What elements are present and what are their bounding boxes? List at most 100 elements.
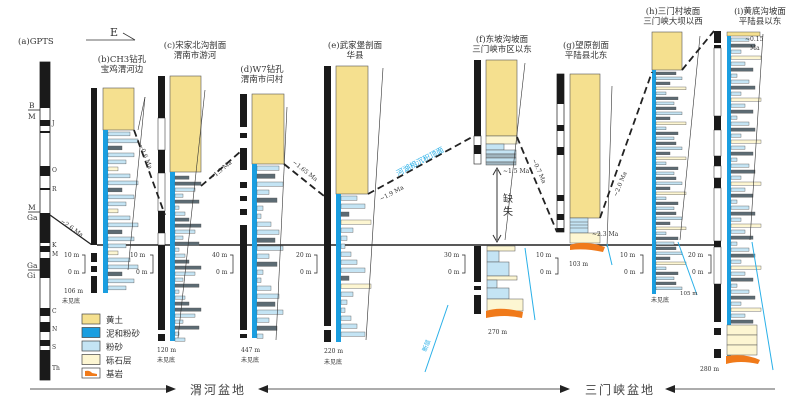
silt-stripe [655,186,671,190]
silt-stripe [256,165,280,171]
subchron-label: M [52,251,58,258]
fault-line-blue [524,247,536,321]
silt-stripe [174,241,200,246]
silt-stripe [655,271,679,275]
silt-stripe [655,146,683,150]
silt-stripe [340,211,350,217]
silt-stripe [655,86,687,90]
silt-stripe [174,253,186,258]
silt-stripe [256,237,276,243]
scale-bottom: 0 m [68,269,80,276]
section-depth: 103 m [569,261,588,268]
silt-stripe [730,313,746,318]
bedrock-icon [85,370,97,376]
silt-stripe [730,127,756,132]
silt-stripe [107,236,135,242]
silt-stripe [730,211,756,216]
section-depth: 220 m [324,348,343,355]
legend-label: 砾石层 [106,356,132,367]
silt-stripe [340,315,352,321]
silt-layers [340,195,372,337]
silt-stripe [340,227,354,233]
polarity-label: B [29,101,35,110]
subchron-label: K [52,242,57,249]
mud-layer [170,172,175,341]
section-g: (g)望原剖面 平陆县北东 ~2.3 Ma 10 m 0 m 103 m [536,40,619,276]
section-depth-note: 未见底 [324,358,342,366]
section-b: (b)CH3钻孔 宝鸡渭河边 10 m 0 m 106 m 未见底 [62,54,147,305]
silt-stripe [256,181,284,187]
silt-stripe [730,223,762,228]
silt-stripe [340,267,366,273]
loess-layer [651,31,683,71]
silt-stripe [655,111,683,115]
silt-stripe [256,309,284,315]
silt-stripe [730,253,756,258]
silt-stripe [655,116,671,120]
silt-stripe [256,285,272,291]
silt-stripe [107,257,131,263]
loess-layer [169,75,202,173]
silt-stripe [730,139,762,144]
scale-bottom: 0 m [692,269,704,276]
silt-layers [107,131,139,291]
section-age: ~1.5 Ma [503,168,530,175]
silt-stripe [730,37,750,42]
basin-label-sanmenxia: 三门峡盆地 [585,382,655,397]
bedrock-layer [726,355,760,364]
silt-stripe [730,97,762,102]
silt-stripe [655,166,679,170]
silt-stripe [730,241,738,246]
silt-stripe [107,243,127,249]
silt-stripe [174,223,202,228]
silt-stripe [730,193,754,198]
fault-label: 断层 [420,339,432,353]
silt-stripe [730,49,742,54]
section-d: (d)W7钻孔 渭南市闫村 40 m 0 m 447 m 未见底 [212,64,288,364]
silt-stripe [655,251,683,255]
silt-stripe [655,246,677,250]
silt-stripe [340,259,358,265]
scale-bottom: 0 m [136,269,148,276]
silt-stripe [655,256,671,260]
legend-swatch [81,340,101,352]
section-location: 三门峡市区以东 [472,44,532,55]
legend-label: 泥和粉砂 [106,329,141,340]
silt-stripe [340,291,354,297]
silt-stripe [655,161,667,165]
silt-stripe [730,289,750,294]
subchron-label: N [52,326,57,333]
silt-stripe [256,221,272,227]
silt-stripe [174,229,196,234]
silt-stripe [174,217,190,222]
silt-stripe [655,76,683,80]
silt-stripe [730,109,754,114]
basin-labels: 渭河盆地 三门峡盆地 [30,382,775,397]
correlation-lines [133,30,715,233]
silt-stripe [174,319,184,324]
silt-stripe [107,166,119,172]
silt-stripe [730,235,754,240]
silt-stripe [107,208,119,214]
silt-stripe [107,194,135,200]
silt-stripe [730,121,750,126]
silt-stripe [107,180,139,186]
silt-stripe [730,85,756,90]
silt-stripe [730,61,746,66]
silt-stripe [174,283,200,288]
silt-stripe [655,171,675,175]
direction-indicator: E [86,26,136,41]
section-age: ~2.3 Ma [592,231,619,238]
section-depth: 105 m [680,291,698,297]
section-location: 平陆县以东 [739,16,782,27]
silt-stripe [730,115,738,120]
silt-stripe [730,145,746,150]
mud-layer [727,36,731,358]
silt-stripe [340,283,372,289]
subchron-label: C [52,308,57,315]
loess-layer [485,59,518,137]
silt-stripe [655,226,687,230]
silt-stripe [340,195,358,201]
fault-line-blue [606,243,613,266]
